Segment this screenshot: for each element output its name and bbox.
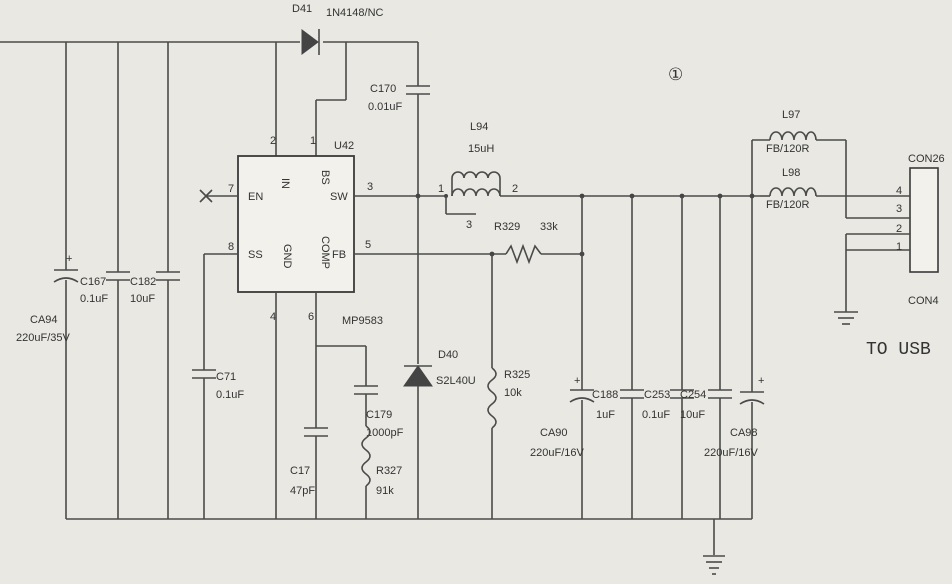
cap-c71: C71 0.1uF [192, 369, 244, 519]
cap-c182-ref: C182 [130, 276, 156, 288]
ferrite-l97-ref: L97 [782, 109, 800, 121]
resistor-r325-value: 10k [504, 387, 522, 399]
cap-c254-value: 10uF [680, 409, 705, 421]
diode-d40-value: S2L40U [436, 375, 476, 387]
connector-pin-4: 4 [896, 185, 902, 197]
ic-pin-num-4: 4 [270, 311, 276, 323]
ic-pin-in: IN [279, 178, 291, 189]
resistor-r329: R329 33k [494, 221, 585, 265]
connector-ref-top: CON26 [908, 153, 945, 165]
cap-c179: C179 1000pF [354, 385, 404, 439]
cap-c170: C170 0.01uF [368, 83, 430, 196]
cap-ca98-value: 220uF/16V [704, 447, 758, 459]
ic-u42-ref: U42 [334, 140, 354, 152]
diode-d41-ref: D41 [292, 3, 312, 15]
ic-pin-num-2: 2 [270, 135, 276, 147]
resistor-r325: R325 10k [487, 254, 530, 519]
output-rail [500, 139, 847, 199]
inductor-l94-ref: L94 [470, 121, 488, 133]
ic-pin-bs: BS [319, 170, 331, 185]
cap-c188-value: 1uF [596, 409, 615, 421]
inductor-l94-pin3: 3 [466, 219, 472, 231]
cap-c167-value: 0.1uF [80, 293, 108, 305]
cap-c253: C253 0.1uF [642, 196, 694, 519]
cap-c17-value: 47pF [290, 485, 315, 497]
resistor-r325-ref: R325 [504, 369, 530, 381]
cap-c170-value: 0.01uF [368, 101, 403, 113]
cap-c71-ref: C71 [216, 371, 236, 383]
cap-c182-value: 10uF [130, 293, 155, 305]
inductor-l94: L94 15uH 1 2 3 [438, 121, 518, 231]
cap-ca90: + CA90 220uF/16V [530, 196, 595, 519]
resistor-r327-value: 91k [376, 485, 394, 497]
input-rail [0, 41, 419, 86]
connector-pin-2: 2 [896, 223, 902, 235]
connector-pin-1: 1 [896, 241, 902, 253]
ic-pin-sw: SW [330, 191, 348, 203]
connector-ref-bottom: CON4 [908, 295, 939, 307]
svg-text:+: + [574, 375, 580, 387]
cap-c17: C17 47pF [290, 427, 328, 519]
cap-ca98-ref: CA98 [730, 427, 758, 439]
usb-connector: CON26 CON4 4 3 2 1 TO USB [834, 153, 945, 360]
ic-pin-gnd: GND [281, 244, 293, 269]
connector-caption: TO USB [866, 340, 931, 360]
svg-text:+: + [66, 253, 72, 265]
diode-d41-value: 1N4148/NC [326, 7, 384, 19]
cap-c71-value: 0.1uF [216, 389, 244, 401]
cap-c179-ref: C179 [366, 409, 392, 421]
ferrite-l97: L97 FB/120R [766, 109, 817, 155]
circle-marker: ① [668, 65, 683, 84]
connector-pin-3: 3 [896, 203, 902, 215]
ic-pin-en: EN [248, 191, 263, 203]
cap-ca90-value: 220uF/16V [530, 447, 584, 459]
ic-pin-num-6: 6 [308, 311, 314, 323]
cap-c253-ref: C253 [644, 389, 670, 401]
diode-d41: D41 1N4148/NC [292, 3, 384, 55]
diode-d40: D40 S2L40U [403, 349, 476, 519]
cap-c170-ref: C170 [370, 83, 396, 95]
ferrite-l97-value: FB/120R [766, 143, 809, 155]
cap-c182: C182 10uF [130, 42, 180, 519]
ground-rail [66, 518, 752, 575]
cap-c167: C167 0.1uF [80, 42, 130, 519]
ic-pin-comp: COMP [319, 236, 331, 269]
svg-text:+: + [758, 375, 764, 387]
cap-ca94-ref: CA94 [30, 314, 58, 326]
ic-u42-part: MP9583 [342, 315, 383, 327]
diode-d40-ref: D40 [438, 349, 458, 361]
cap-c254: C254 10uF [680, 196, 732, 519]
ferrite-l98-ref: L98 [782, 167, 800, 179]
cap-c188-ref: C188 [592, 389, 618, 401]
resistor-r327-ref: R327 [376, 465, 402, 477]
ic-pin-num-5: 5 [365, 239, 371, 251]
inductor-l94-pin2: 2 [512, 183, 518, 195]
ic-pin-fb: FB [332, 249, 346, 261]
cap-c167-ref: C167 [80, 276, 106, 288]
inductor-l94-pin1: 1 [438, 183, 444, 195]
ic-u42: U42 MP9583 EN SW SS FB IN BS GND COMP 7 … [228, 135, 383, 327]
cap-c253-value: 0.1uF [642, 409, 670, 421]
cap-c17-ref: C17 [290, 465, 310, 477]
ic-pin-num-8: 8 [228, 241, 234, 253]
ic-pin-num-1: 1 [310, 135, 316, 147]
ic-pin-num-3: 3 [367, 181, 373, 193]
ferrite-l98: L98 FB/120R [766, 167, 817, 211]
ic-pin-ss: SS [248, 249, 263, 261]
ferrite-l98-value: FB/120R [766, 199, 809, 211]
inductor-l94-value: 15uH [468, 143, 494, 155]
ic-pin-num-7: 7 [228, 183, 234, 195]
cap-ca90-ref: CA90 [540, 427, 568, 439]
resistor-r329-value: 33k [540, 221, 558, 233]
cap-ca98: + CA98 220uF/16V [704, 196, 765, 519]
cap-ca94: + CA94 220uF/35V [16, 42, 79, 519]
cap-c179-value: 1000pF [366, 427, 404, 439]
resistor-r329-ref: R329 [494, 221, 520, 233]
cap-ca94-value: 220uF/35V [16, 332, 70, 344]
cap-c188: C188 1uF [592, 196, 644, 519]
cap-c254-ref: C254 [680, 389, 706, 401]
resistor-r327: R327 91k [361, 425, 402, 519]
